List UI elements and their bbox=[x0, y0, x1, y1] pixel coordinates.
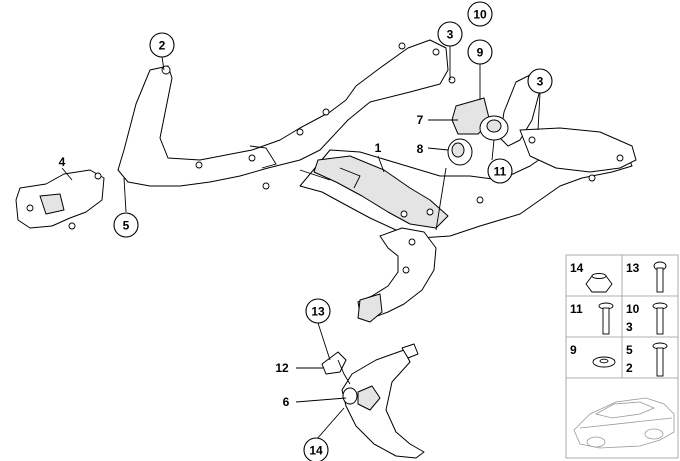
svg-text:13: 13 bbox=[311, 305, 325, 319]
callout-4[interactable]: 4 bbox=[59, 155, 66, 169]
front-subframe[interactable] bbox=[117, 39, 637, 323]
callout-13[interactable]: 13 bbox=[305, 298, 331, 324]
svg-text:8: 8 bbox=[417, 142, 424, 156]
svg-text:1: 1 bbox=[375, 141, 382, 155]
svg-text:9: 9 bbox=[477, 46, 484, 60]
part-4-left-bracket[interactable] bbox=[15, 169, 105, 230]
table-label-13: 13 bbox=[626, 261, 640, 275]
part-6-control-arm[interactable] bbox=[341, 343, 425, 459]
leader-lines bbox=[61, 46, 541, 441]
table-label-11: 11 bbox=[570, 302, 583, 316]
callout-14[interactable]: 14 bbox=[303, 437, 329, 461]
svg-text:14: 14 bbox=[309, 444, 323, 458]
callout-10[interactable]: 10 bbox=[467, 1, 493, 27]
table-label-10: 10 bbox=[626, 302, 640, 316]
nut-icon bbox=[585, 273, 613, 293]
svg-text:2: 2 bbox=[159, 39, 166, 53]
callout-12[interactable]: 12 bbox=[275, 361, 289, 375]
callout-8[interactable]: 8 bbox=[417, 142, 424, 156]
table-label-14: 14 bbox=[570, 261, 584, 275]
hex-bolt-icon bbox=[652, 302, 668, 335]
callout-3-top[interactable]: 3 bbox=[437, 21, 463, 47]
part-11-rubber-mount[interactable] bbox=[479, 115, 509, 141]
hardware-parts-table: 14 13 11 10 3 9 5 2 bbox=[565, 254, 679, 459]
svg-text:10: 10 bbox=[473, 8, 487, 22]
table-label-5: 5 bbox=[626, 343, 633, 357]
part-8-bushing[interactable] bbox=[447, 138, 473, 166]
callout-7[interactable]: 7 bbox=[417, 113, 424, 127]
flange-bolt-icon bbox=[598, 302, 614, 335]
callout-6[interactable]: 6 bbox=[283, 395, 290, 409]
car-thumbnail-icon bbox=[573, 397, 675, 449]
table-label-3: 3 bbox=[626, 320, 633, 334]
bolt-icon bbox=[653, 261, 667, 293]
table-label-9: 9 bbox=[570, 343, 577, 357]
callout-11[interactable]: 11 bbox=[487, 158, 513, 184]
callout-2[interactable]: 2 bbox=[149, 32, 175, 58]
svg-text:4: 4 bbox=[59, 155, 66, 169]
svg-text:12: 12 bbox=[275, 361, 289, 375]
table-label-2: 2 bbox=[626, 361, 633, 375]
callout-5[interactable]: 5 bbox=[113, 212, 139, 238]
callout-1[interactable]: 1 bbox=[375, 141, 382, 155]
part-12-sensor[interactable] bbox=[321, 351, 351, 385]
svg-text:3: 3 bbox=[447, 28, 454, 42]
long-bolt-icon bbox=[652, 342, 668, 377]
washer-icon bbox=[592, 356, 616, 368]
callout-3-right[interactable]: 3 bbox=[527, 68, 553, 94]
svg-text:11: 11 bbox=[494, 165, 507, 179]
svg-text:5: 5 bbox=[123, 219, 130, 233]
svg-text:3: 3 bbox=[537, 75, 544, 89]
callout-9[interactable]: 9 bbox=[467, 39, 493, 65]
svg-text:6: 6 bbox=[283, 395, 290, 409]
svg-text:7: 7 bbox=[417, 113, 424, 127]
